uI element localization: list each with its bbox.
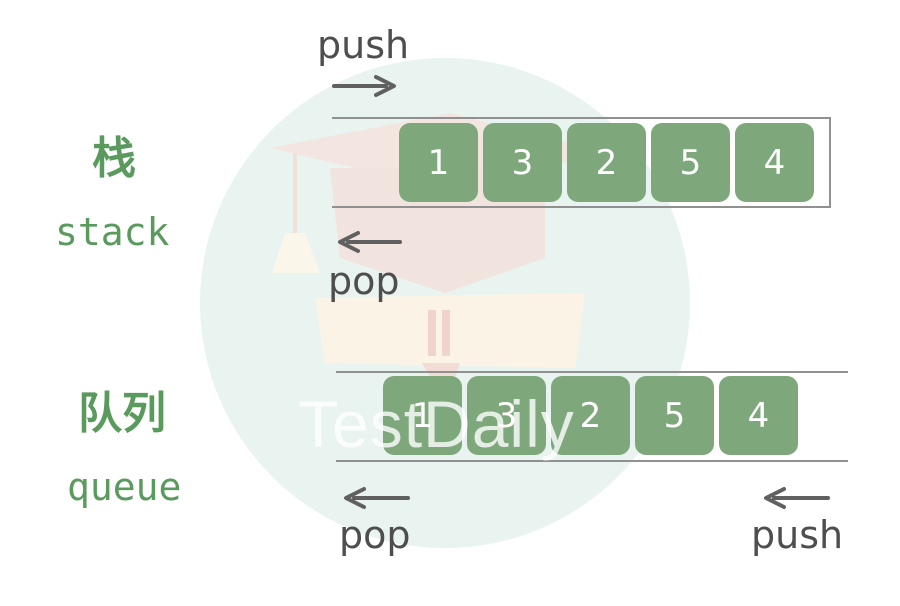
stack-item: 4 bbox=[735, 123, 814, 202]
stack-push-arrow-icon bbox=[332, 75, 396, 97]
watermark-text: TestDaily bbox=[298, 387, 575, 461]
queue-items: 1 3 2 5 4 bbox=[383, 376, 798, 455]
stack-pop-arrow-icon bbox=[338, 231, 402, 253]
stack-item: 5 bbox=[651, 123, 730, 202]
queue-bottom-wall bbox=[336, 460, 848, 462]
stack-item: 2 bbox=[567, 123, 646, 202]
queue-top-wall bbox=[336, 371, 848, 373]
queue-item: 2 bbox=[551, 376, 630, 455]
queue-pop-label: pop bbox=[339, 513, 411, 557]
queue-item: 3 bbox=[467, 376, 546, 455]
queue-pop-arrow-icon bbox=[344, 487, 410, 509]
queue-item: 1 bbox=[383, 376, 462, 455]
queue-item: 4 bbox=[719, 376, 798, 455]
stack-end-wall bbox=[829, 117, 831, 208]
stack-pop-label: pop bbox=[328, 259, 400, 303]
stack-item: 1 bbox=[399, 123, 478, 202]
stack-top-wall bbox=[332, 117, 831, 119]
stack-item: 3 bbox=[483, 123, 562, 202]
stack-title-en: stack bbox=[55, 210, 170, 254]
queue-title-cn: 队列 bbox=[78, 388, 166, 439]
queue-title-en: queue bbox=[67, 465, 182, 509]
stack-title-cn: 栈 bbox=[92, 133, 136, 184]
queue-push-arrow-icon bbox=[764, 487, 830, 509]
queue-push-label: push bbox=[751, 513, 844, 557]
queue-item: 5 bbox=[635, 376, 714, 455]
stack-push-label: push bbox=[317, 23, 410, 67]
stack-bottom-wall bbox=[332, 206, 831, 208]
stack-items: 1 3 2 5 4 bbox=[399, 123, 814, 202]
